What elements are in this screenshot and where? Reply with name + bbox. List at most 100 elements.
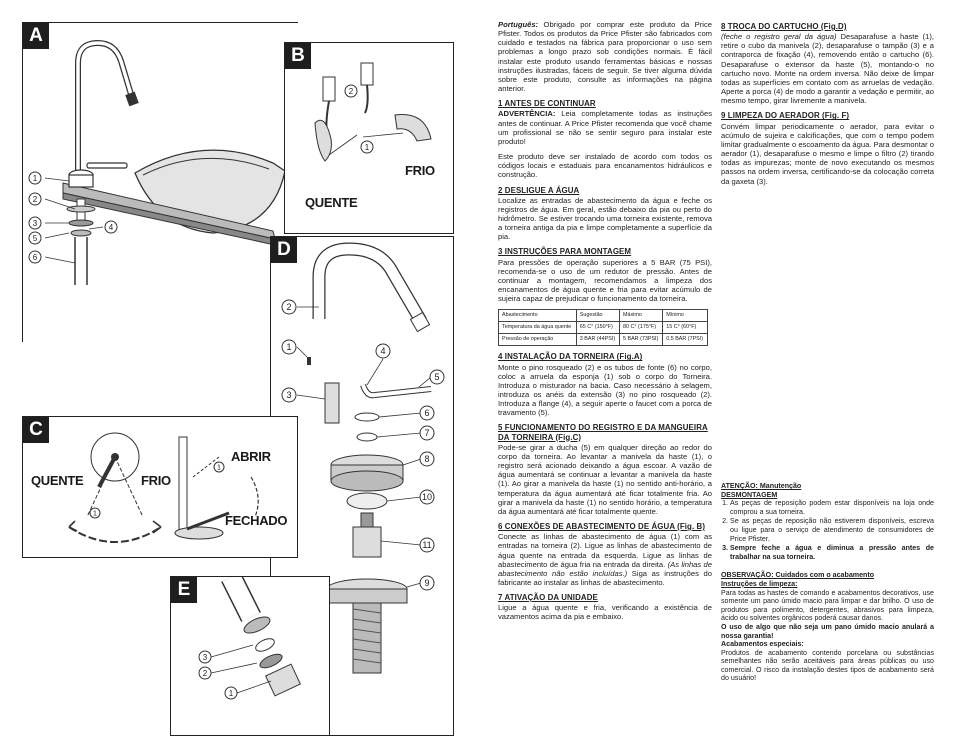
table-row: Pressão de operação 3 BAR (44PSI) 5 BAR … [498, 333, 708, 347]
cleaning-text: Para todas as hastes de comando e acabam… [721, 588, 934, 623]
table-cell: 0,5 BAR (7PSI) [662, 333, 708, 347]
callout-d-9: 9 [424, 578, 429, 588]
callout-d-4: 4 [380, 346, 385, 356]
special-finish-text: Produtos de acabamento contendo porcelan… [721, 648, 934, 683]
figure-b-tag: B [285, 43, 311, 69]
callout-d-11: 11 [422, 540, 431, 550]
table-cell: 5 BAR (73PSI) [618, 333, 664, 347]
section-9-title: 9 LIMPEZA DO AERADOR (Fig. F) [721, 111, 850, 121]
table-cell: 65 C° (150°F) [575, 321, 621, 335]
instructions-column-1: Português: Obrigado por comprar este pro… [498, 20, 712, 628]
table-header: Abastecimento [498, 309, 577, 323]
callout-d-8: 8 [424, 454, 429, 464]
section-6-note: (As linhas de abastecimento não estão in… [498, 559, 712, 578]
closed-label: FECHADO [225, 513, 288, 528]
callout-a-3: 3 [33, 219, 38, 228]
callout-d-6: 6 [424, 408, 429, 418]
dismount-heading: DESMONTAGEM [721, 490, 778, 499]
open-label: ABRIR [231, 449, 271, 464]
supply-lines-illustration: 1 2 [314, 62, 432, 162]
warning-label: ADVERTÊNCIA: [498, 109, 556, 119]
table-header: Sugestão [575, 309, 621, 323]
table-cell: 15 C° (60°F) [662, 321, 708, 335]
cold-label-c: FRIO [141, 473, 171, 488]
callout-e-2: 2 [203, 669, 208, 678]
section-9-text: Convém limpar periodicamente o aerador, … [721, 121, 934, 186]
section-6-text: Conecte as linhas de abastecimento de ág… [498, 532, 712, 587]
callout-b-2: 2 [349, 87, 354, 96]
callout-a-4: 4 [109, 223, 114, 232]
callout-e-1: 1 [229, 689, 234, 698]
figure-b: B 1 2 FRIO QUENTE [284, 42, 454, 234]
faucet-install-illustration: 1 2 3 4 5 6 [28, 39, 286, 285]
callout-b-1: 1 [365, 143, 370, 152]
section-6-body-a: Conecte as linhas de abastecimento de ág… [498, 532, 712, 569]
cleaning-heading: Instruções de limpeza: [721, 579, 798, 588]
section-2-text: Localize as entradas de abastecimento da… [498, 195, 712, 242]
table-cell: 3 BAR (44PSI) [575, 333, 621, 347]
table-cell: Pressão de operação [498, 333, 577, 347]
callout-c-1a: 1 [93, 511, 97, 518]
section-6-body-b: Siga as instruções do fabricante ao inst… [498, 568, 713, 587]
section-4-text: Monte o pino rosqueado (2) e os tubos de… [498, 362, 712, 418]
callout-d-10: 10 [422, 492, 432, 502]
aerator-illustration: 3 2 1 [198, 577, 302, 700]
warranty-warning: O uso de algo que não seja um pano úmido… [721, 622, 934, 640]
section-1-text-2: Este produto deve ser instalado de acord… [498, 152, 712, 180]
table-header: Mínimo [662, 309, 708, 323]
attention-heading: ATENÇÃO: Manutenção [721, 482, 802, 490]
section-1-text: ADVERTÊNCIA: Leia completamente todas as… [498, 109, 712, 146]
figure-c: C 1 1 QUENTE FRIO ABRIR FECHADO [22, 416, 298, 558]
section-1-body: Leia completamente todas as instruções a… [498, 109, 712, 146]
callout-d-3: 3 [286, 390, 291, 400]
section-1-title: 1 ANTES DE CONTINUAR [498, 99, 596, 109]
table-row: Temperatura da água quente 65 C° (150°F)… [498, 321, 708, 335]
callout-e-3: 3 [203, 653, 208, 662]
figure-a: A 1 2 3 4 5 6 [22, 22, 298, 342]
section-7-text: Ligue a água quente e fria, verificando … [498, 603, 712, 622]
callout-d-2: 2 [286, 302, 291, 312]
figure-a-tag: A [23, 23, 49, 49]
callout-a-1: 1 [33, 174, 38, 183]
instructions-column-2: 8 TROCA DO CARTUCHO (Fig.D) (feche o reg… [721, 20, 934, 192]
hot-label-c: QUENTE [31, 473, 84, 488]
observation-heading: OBSERVAÇÃO: Cuidados com o acabamento [721, 571, 875, 580]
exploded-cartridge-illustration: 1 2 3 4 5 6 7 8 9 10 11 [281, 242, 445, 674]
table-header-row: Abastecimento Sugestão Máximo Mínimo [498, 309, 708, 323]
table-header: Máximo [618, 309, 664, 323]
list-item: As peças de reposição podem estar dispon… [730, 499, 934, 516]
section-3-text: Para pressões de operação superiores a 5… [498, 257, 712, 304]
intro-text: Obrigado por comprar este produto da Pri… [498, 20, 712, 94]
handle-operation-illustration: 1 1 [68, 432, 259, 543]
figure-e-tag: E [171, 577, 197, 603]
section-5-text: Pode-se girar a ducha (5) em qualquer di… [498, 442, 712, 516]
callout-c-1b: 1 [217, 465, 221, 472]
cold-label: FRIO [405, 163, 435, 178]
section-7-title: 7 ATIVAÇÃO DA UNIDADE [498, 593, 598, 603]
section-8-title: 8 TROCA DO CARTUCHO (Fig.D) [721, 22, 847, 31]
callout-d-5: 5 [434, 372, 439, 382]
section-8-note: (feche o registro geral da água) [721, 32, 837, 42]
figure-e: E 3 2 1 [170, 576, 330, 736]
figure-c-tag: C [23, 417, 49, 443]
section-6-title: 6 CONEXÕES DE ABASTECIMENTO DE ÁGUA (Fig… [498, 522, 706, 532]
water-spec-table: Abastecimento Sugestão Máximo Mínimo Tem… [498, 309, 708, 347]
table-cell: Temperatura da água quente [498, 321, 577, 335]
maintenance-block: ATENÇÃO: Manutenção DESMONTAGEM As peças… [721, 482, 934, 689]
section-5-title: 5 FUNCIONAMENTO DO REGISTRO E DA MANGUEI… [498, 423, 708, 442]
callout-a-6: 6 [33, 253, 38, 262]
callout-d-1: 1 [286, 342, 291, 352]
replacement-list: As peças de reposição podem estar dispon… [721, 499, 934, 561]
special-finish-heading: Acabamentos especiais: [721, 640, 804, 649]
callout-a-5: 5 [33, 234, 38, 243]
section-4-title: 4 INSTALAÇÃO DA TORNEIRA (Fig.A) [498, 352, 643, 362]
section-8-text: (feche o registro geral da água) Desapar… [721, 32, 934, 105]
section-2-title: 2 DESLIGUE A ÁGUA [498, 185, 580, 195]
list-item: Sempre feche a água e diminua a pressão … [730, 544, 934, 561]
section-3-title: 3 INSTRUÇÕES PARA MONTAGEM [498, 247, 632, 257]
hot-label: QUENTE [305, 195, 358, 210]
callout-a-2: 2 [33, 195, 38, 204]
intro-title: Português: [498, 20, 539, 29]
callout-d-7: 7 [424, 428, 429, 438]
intro-paragraph: Português: Obrigado por comprar este pro… [498, 20, 712, 93]
